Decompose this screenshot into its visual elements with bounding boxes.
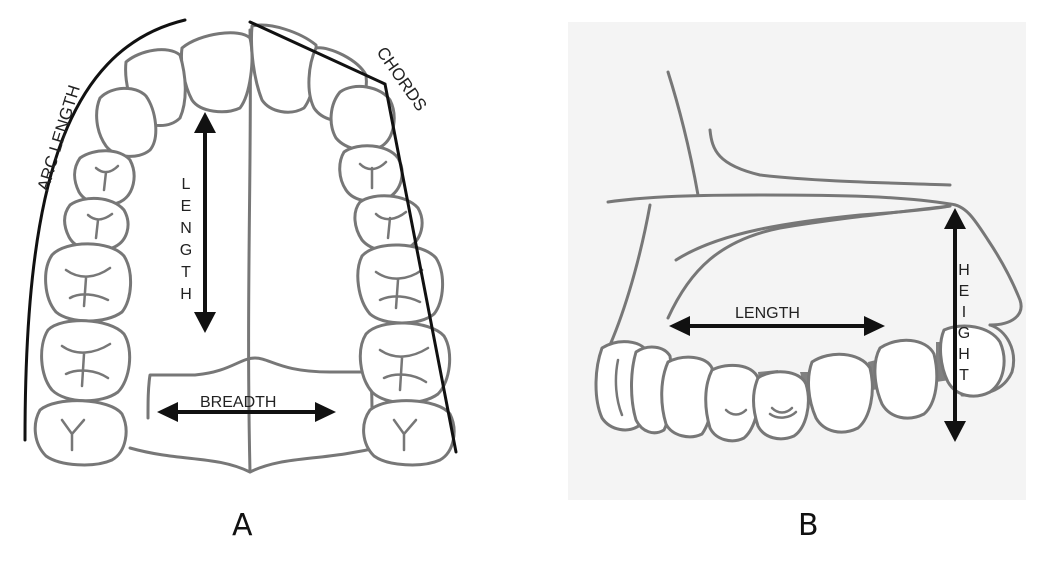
tooth-left-first-molar [44,242,132,323]
height-label: HEIGHT [956,262,973,388]
tooth-right-central-incisor [250,23,318,114]
teeth-left [33,31,254,467]
height-arrow [944,208,966,442]
arc-length-curve [23,18,187,442]
figure-a-occlusal-view: ARC LENGTH CHORDS LENGTH BREADTH A [23,18,458,543]
breadth-arrow [157,402,336,422]
figure-b-lateral-view: LENGTH HEIGHT B [568,22,1026,543]
panel-label-b: B [798,508,819,543]
length-arrow-a [194,112,216,333]
length-label-b: LENGTH [735,305,800,322]
tooth-left-second-molar [40,319,132,403]
maxilla-outline [606,70,1023,397]
chord-lines [248,20,458,454]
panel-label-a: A [232,508,253,543]
breadth-label: BREADTH [200,394,276,411]
tooth-left-third-molar [33,399,128,467]
tooth-right-second-molar [358,321,452,405]
teeth-lateral [594,324,1006,443]
teeth-right [250,23,456,467]
tooth-left-canine [95,86,158,158]
tooth-left-central-incisor [180,31,254,114]
length-label-a: LENGTH [178,176,195,308]
tooth-right-third-molar [362,399,456,467]
tooth-right-canine [329,84,396,152]
length-arrow-b [669,316,885,336]
